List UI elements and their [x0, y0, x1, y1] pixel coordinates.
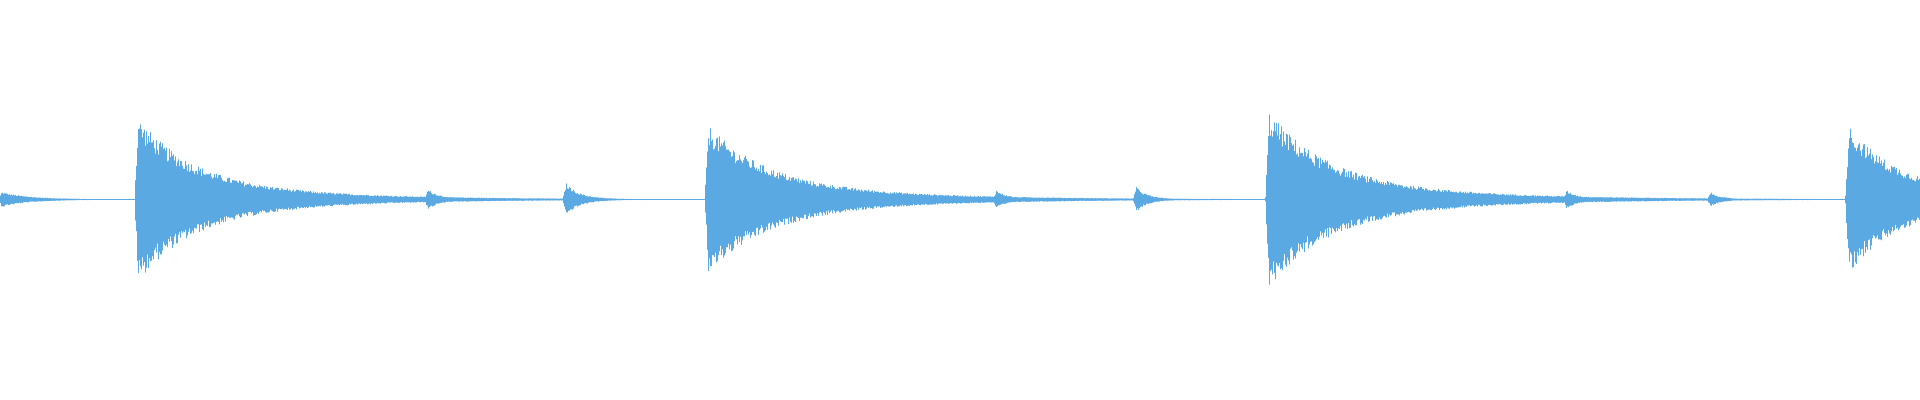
waveform-peaks — [0, 114, 1920, 285]
